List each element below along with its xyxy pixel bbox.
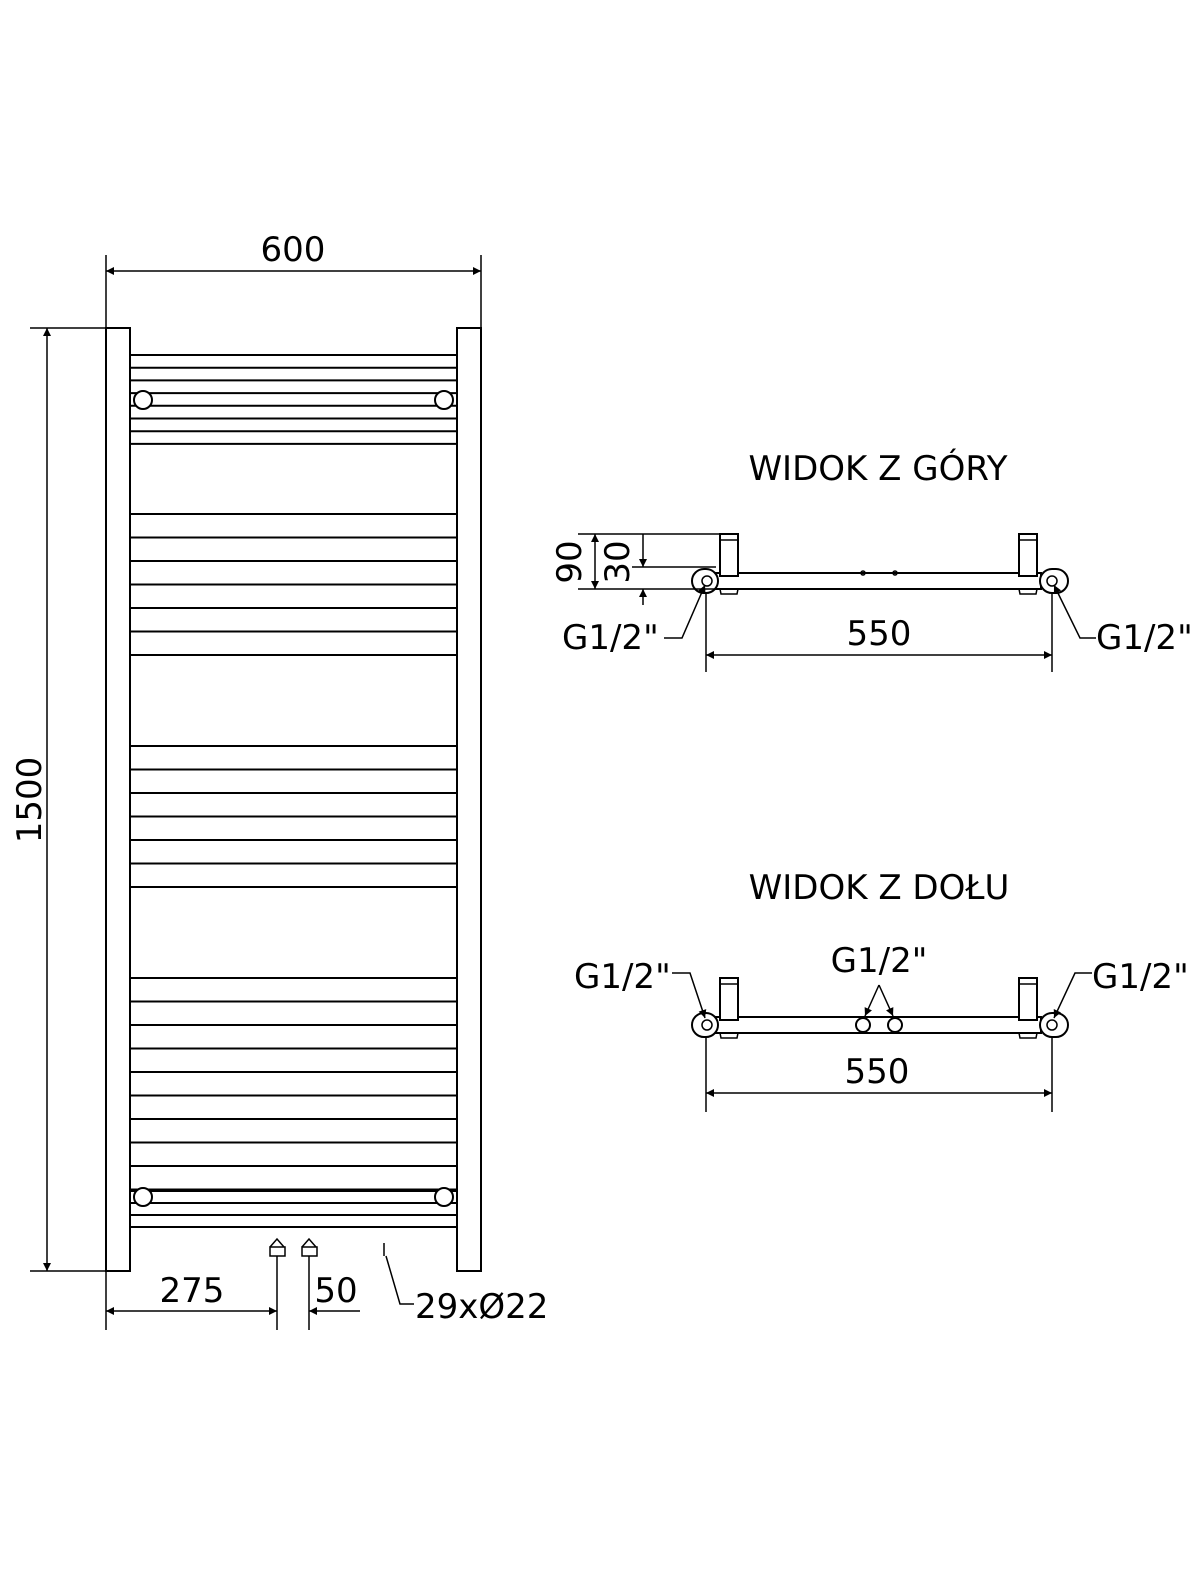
top-left-leader: G1/2" (562, 584, 706, 658)
left-offset-label: 275 (160, 1271, 225, 1311)
top-view-bar (715, 572, 1042, 590)
dimension-depth: 90 30 (550, 533, 721, 605)
top-right-bracket (1018, 533, 1038, 595)
dimension-width: 600 (105, 230, 482, 328)
spacing-label: 50 (314, 1271, 357, 1311)
offset-label: 30 (598, 540, 638, 583)
bottom-center-connector-label: G1/2" (831, 941, 928, 981)
bottom-left-connector-label: G1/2" (574, 957, 671, 997)
bottom-left-leader: G1/2" (574, 957, 707, 1019)
dimension-height: 1500 (10, 327, 106, 1272)
right-collector (456, 327, 482, 1272)
mount-circle-top-left (133, 390, 153, 410)
bottom-dimension-width: 550 (705, 1036, 1053, 1112)
height-label: 1500 (10, 757, 50, 844)
bottom-view: WIDOK Z DOŁU G1/2" (574, 868, 1189, 1112)
top-right-connector-label: G1/2" (1096, 618, 1193, 658)
mount-circle-top-right (434, 390, 454, 410)
top-dimension-width: 550 (705, 592, 1053, 672)
bottom-width-label: 550 (845, 1052, 910, 1092)
width-label: 600 (261, 230, 326, 270)
bottom-view-title: WIDOK Z DOŁU (749, 868, 1010, 908)
left-collector (105, 327, 131, 1272)
bottom-view-bar (715, 1016, 1042, 1034)
top-view-title: WIDOK Z GÓRY (748, 448, 1007, 489)
bottom-right-bracket (1018, 977, 1038, 1039)
depth-label: 90 (550, 540, 590, 583)
dimension-left-offset: 275 (105, 1271, 277, 1330)
front-view: 600 1500 275 50 29xØ22 (10, 230, 548, 1330)
bottom-right-connector-label: G1/2" (1092, 957, 1189, 997)
top-right-leader: G1/2" (1053, 584, 1193, 658)
top-width-label: 550 (847, 614, 912, 654)
tube-group (130, 354, 457, 1228)
bottom-center-connectors: G1/2" (831, 941, 928, 1033)
mount-circle-bottom-left (133, 1187, 153, 1207)
mount-circle-bottom-right (434, 1187, 454, 1207)
bottom-right-leader: G1/2" (1053, 957, 1189, 1019)
tubes-label: 29xØ22 (415, 1287, 548, 1327)
bottom-left-connector (691, 1012, 719, 1038)
top-left-connector-label: G1/2" (562, 618, 659, 658)
bottom-left-bracket (719, 977, 739, 1039)
top-right-connector (1039, 568, 1069, 594)
valve-left (269, 1237, 286, 1330)
top-view: WIDOK Z GÓRY (550, 448, 1193, 672)
valve-right (301, 1237, 318, 1330)
leader-tubes: 29xØ22 (383, 1243, 548, 1327)
dimension-spacing: 50 (309, 1271, 360, 1315)
top-left-bracket (719, 533, 739, 595)
